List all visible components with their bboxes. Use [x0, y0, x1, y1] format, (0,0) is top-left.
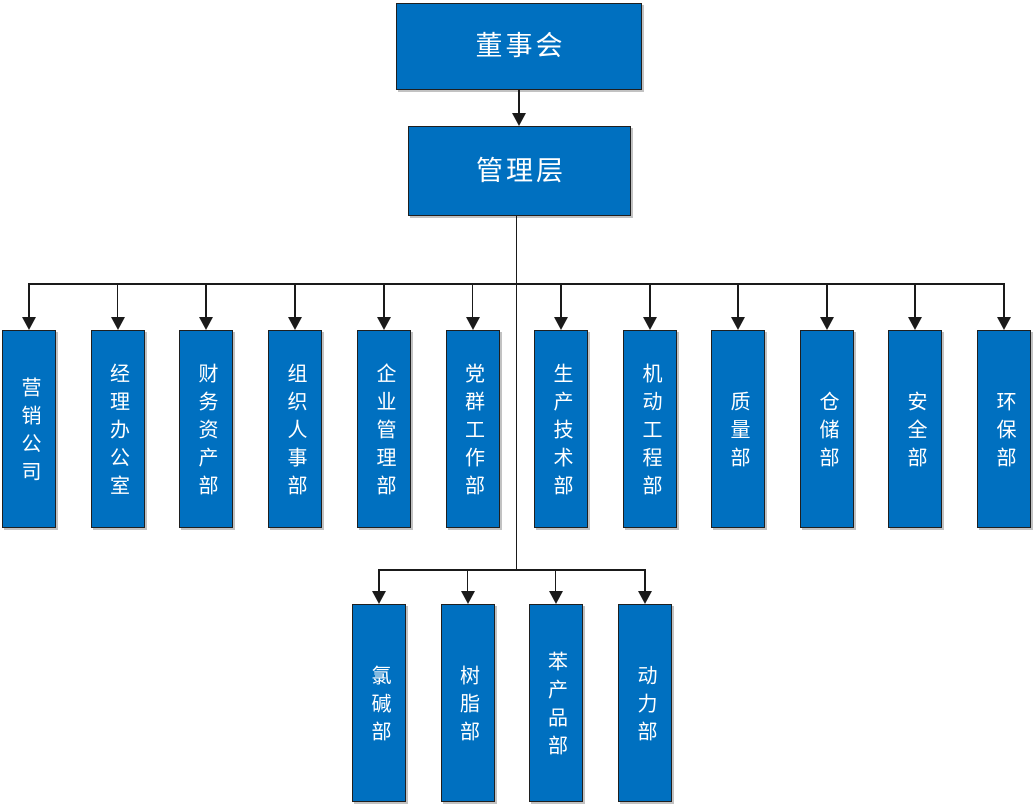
department-box: 党群工作部	[445, 330, 500, 528]
department-arrowhead	[199, 317, 213, 330]
production-department-box: 苯产品部	[528, 604, 583, 802]
department-arrowhead	[377, 317, 391, 330]
department-arrowhead	[465, 317, 480, 330]
department-arrowhead	[554, 317, 568, 330]
department-connector	[205, 284, 207, 317]
production-department-box: 动力部	[618, 604, 672, 802]
department-connector	[294, 284, 296, 317]
root-box-label: 董事会	[475, 31, 566, 61]
production-department-box: 氯碱部	[352, 604, 406, 802]
department-arrowhead	[22, 317, 36, 330]
department-box-label: 质量部	[727, 391, 749, 475]
department-connector	[383, 284, 385, 317]
production-department-arrowhead	[638, 591, 652, 604]
production-department-arrowhead	[460, 591, 475, 604]
department-connector	[914, 284, 916, 317]
department-arrowhead	[110, 317, 125, 330]
production-department-box-label: 氯碱部	[368, 665, 390, 749]
department-box-label: 生产技术部	[550, 363, 572, 503]
department-box: 生产技术部	[534, 330, 588, 528]
department-arrowhead	[908, 317, 922, 330]
department-box-label: 仓储部	[816, 391, 838, 475]
department-box-label: 组织人事部	[284, 363, 306, 503]
department-arrowhead	[643, 317, 657, 330]
department-connector	[1003, 284, 1005, 317]
arrowhead-management	[512, 113, 526, 126]
department-connector	[560, 284, 562, 317]
department-box: 企业管理部	[357, 330, 411, 528]
department-arrowhead	[997, 317, 1011, 330]
production-department-connector	[554, 570, 557, 591]
department-box: 安全部	[888, 330, 942, 528]
department-box: 仓储部	[800, 330, 854, 528]
department-box-label: 机动工程部	[639, 363, 661, 503]
department-arrowhead	[288, 317, 302, 330]
department-connector	[471, 284, 474, 317]
department-connector	[116, 284, 119, 317]
production-department-connector	[644, 570, 646, 591]
production-department-box-label: 动力部	[634, 665, 656, 749]
connector-departments-bus	[28, 283, 1005, 285]
root-box: 董事会	[396, 3, 642, 90]
production-department-arrowhead	[548, 591, 563, 604]
department-box-label: 安全部	[904, 391, 926, 475]
production-department-connector	[378, 570, 380, 591]
production-department-box-label: 苯产品部	[544, 651, 567, 763]
department-box-label: 党群工作部	[461, 363, 484, 503]
department-connector	[649, 284, 651, 317]
production-department-arrowhead	[372, 591, 386, 604]
management-box-label: 管理层	[476, 155, 566, 186]
department-arrowhead	[820, 317, 834, 330]
department-box: 组织人事部	[268, 330, 322, 528]
production-department-box-label: 树脂部	[456, 665, 479, 749]
department-box-label: 经理办公室	[106, 363, 129, 503]
connector-production-bus	[378, 569, 646, 571]
department-box-label: 环保部	[993, 391, 1015, 475]
production-department-connector	[466, 570, 469, 591]
department-connector	[826, 284, 828, 317]
department-box-label: 财务资产部	[195, 363, 217, 503]
production-department-box: 树脂部	[440, 604, 495, 802]
connector-root-to-management	[518, 90, 520, 114]
department-box-label: 营销公司	[18, 377, 40, 489]
department-box: 质量部	[711, 330, 765, 528]
department-box: 机动工程部	[623, 330, 677, 528]
department-connector	[737, 284, 739, 317]
connector-trunk	[515, 216, 518, 570]
department-box: 财务资产部	[179, 330, 233, 528]
department-box-label: 企业管理部	[373, 363, 395, 503]
department-connector	[28, 284, 30, 317]
department-box: 营销公司	[2, 330, 56, 528]
department-box: 经理办公室	[90, 330, 145, 528]
management-box: 管理层	[408, 126, 631, 216]
department-box: 环保部	[977, 330, 1031, 528]
department-arrowhead	[731, 317, 745, 330]
